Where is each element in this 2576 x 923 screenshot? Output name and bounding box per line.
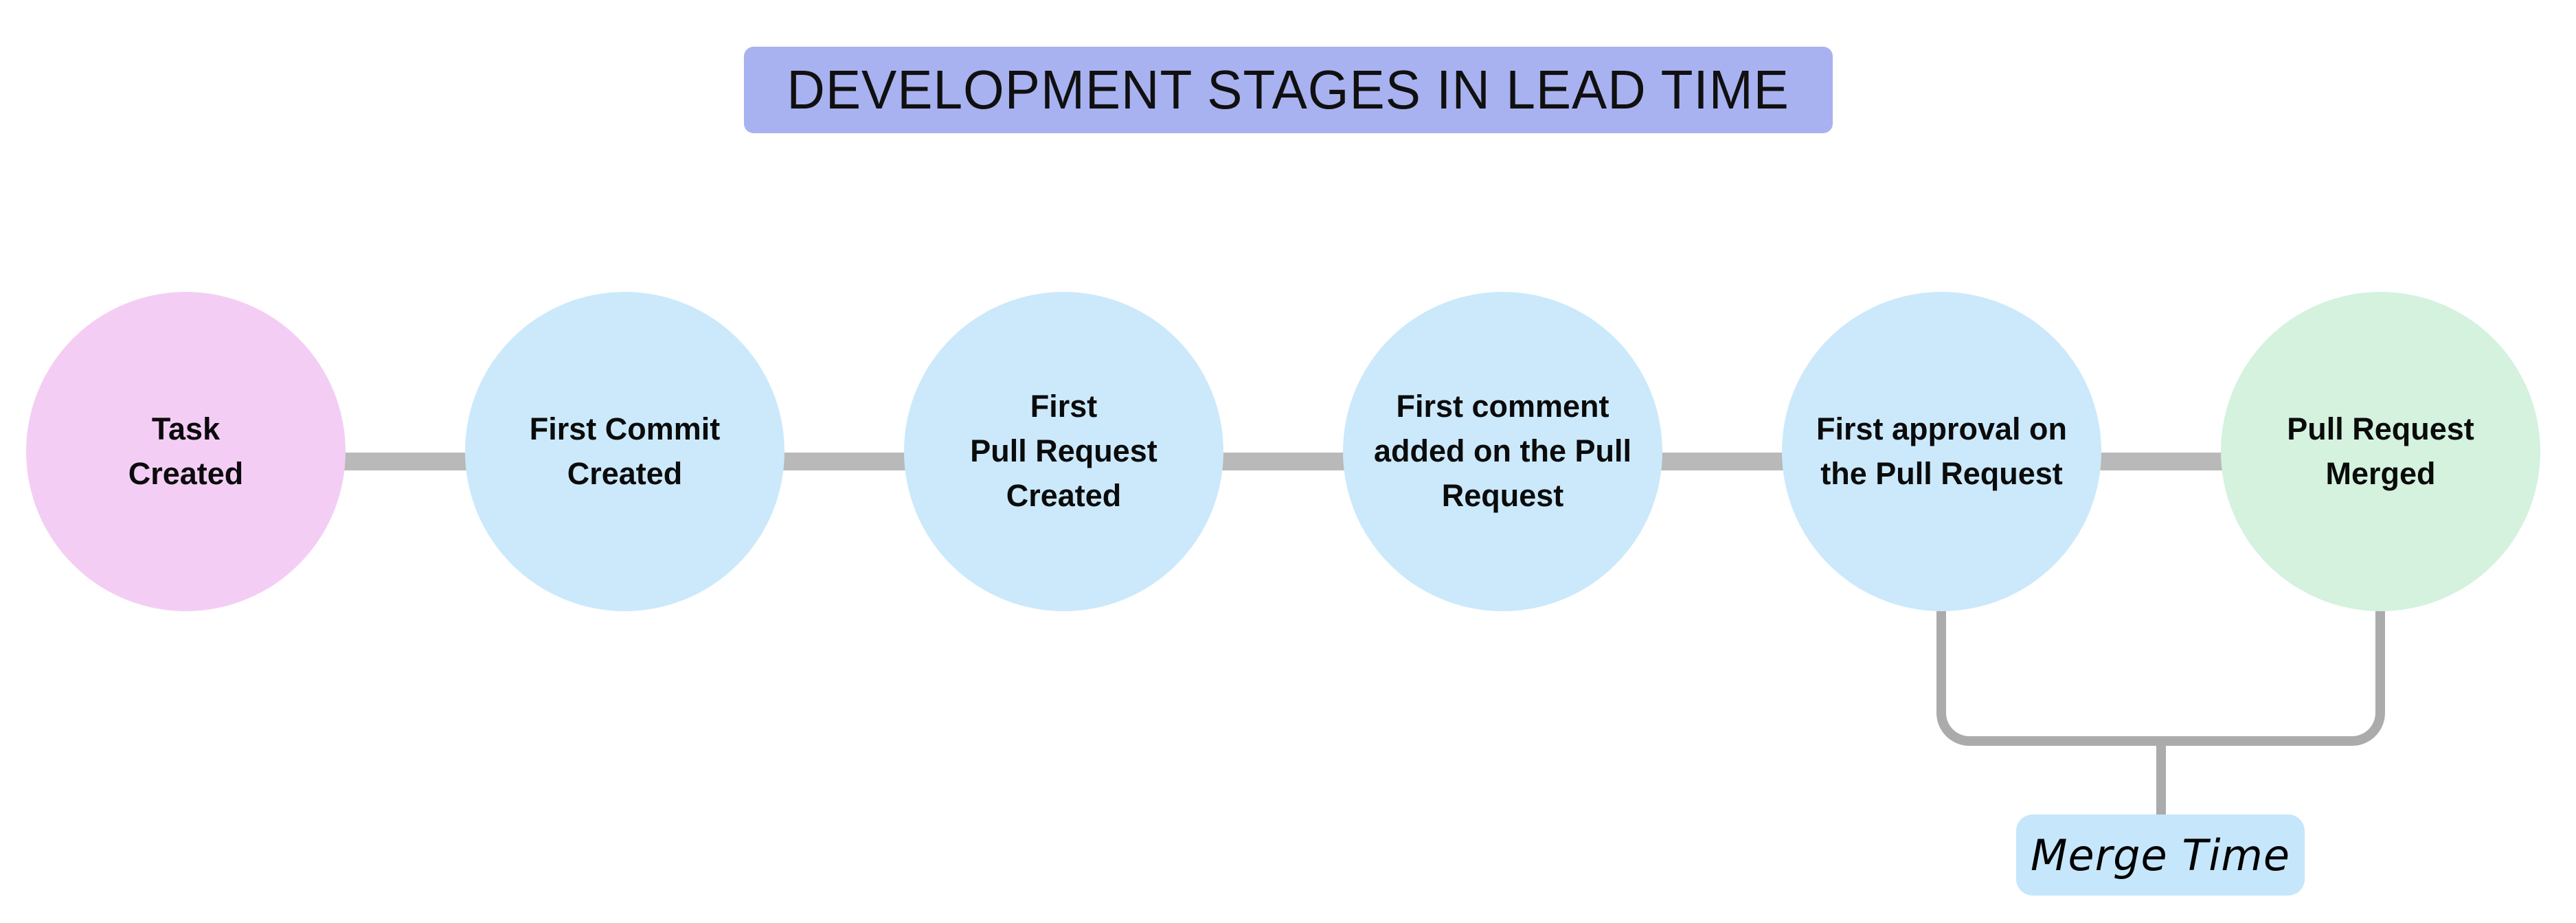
merge-time-label-box: Merge Time (2016, 814, 2305, 896)
stage-circle-first-pull-request: First Pull Request Created (904, 292, 1223, 611)
merge-time-stem-line (2156, 744, 2166, 816)
merge-time-label: Merge Time (2031, 830, 2290, 880)
stage-circle-pull-request-merged: Pull Request Merged (2221, 292, 2540, 611)
stage-circle-task-created: Task Created (26, 292, 346, 611)
stage-label-first-comment: First comment added on the Pull Request (1373, 389, 1631, 513)
stage-label-task-created: Task Created (128, 411, 244, 491)
stage-label-first-approval: First approval on the Pull Request (1816, 411, 2068, 491)
stage-label-pull-request-merged: Pull Request Merged (2287, 411, 2474, 491)
merge-time-bracket (1936, 607, 2385, 746)
stage-label-first-pull-request: First Pull Request Created (970, 389, 1157, 513)
stage-circle-first-comment: First comment added on the Pull Request (1343, 292, 1662, 611)
stage-circle-first-approval: First approval on the Pull Request (1782, 292, 2101, 611)
stage-circle-first-commit-created: First Commit Created (465, 292, 784, 611)
stage-label-first-commit-created: First Commit Created (529, 411, 721, 491)
diagram-title: DEVELOPMENT STAGES IN LEAD TIME (787, 59, 1790, 120)
title-banner: DEVELOPMENT STAGES IN LEAD TIME (744, 47, 1833, 133)
